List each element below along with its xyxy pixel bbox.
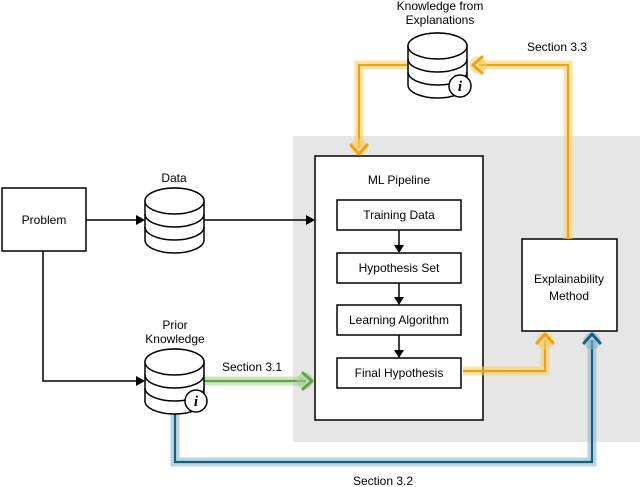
svg-text:i: i	[194, 394, 199, 410]
pipeline-step-final-hypothesis-label: Final Hypothesis	[355, 366, 444, 380]
section-3-3-label: Section 3.3	[527, 40, 587, 54]
explainability-method-label-line1: Explainability	[534, 272, 604, 286]
pipeline-step-hypothesis-set-label: Hypothesis Set	[359, 261, 440, 275]
edge-section-3-1-prior-to-pipeline	[204, 371, 314, 391]
info-badge-prior-knowledge-icon: i	[184, 389, 208, 413]
arrow-training-to-hypothesis	[394, 230, 404, 253]
arrow-problem-to-prior-knowledge	[42, 251, 145, 386]
knowledge-explanations-label-line2: Explanations	[406, 13, 475, 27]
problem-label: Problem	[22, 213, 67, 227]
arrow-learning-to-final	[394, 335, 404, 358]
arrow-problem-to-data	[86, 215, 145, 225]
arrow-data-to-pipeline	[202, 215, 315, 225]
edge-final-hypothesis-to-explainability	[463, 332, 555, 376]
explainability-method-box	[521, 238, 618, 332]
edge-section-3-3-explainability-to-knowledge	[469, 55, 573, 239]
section-3-1-label: Section 3.1	[222, 360, 282, 374]
problem-box	[1, 187, 87, 252]
edge-section-3-2-prior-to-explainability	[170, 332, 602, 467]
pipeline-step-learning-algorithm-label: Learning Algorithm	[349, 313, 449, 327]
prior-knowledge-label-line2: Knowledge	[145, 332, 205, 346]
section-3-2-label: Section 3.2	[353, 474, 413, 487]
explainability-method-label-line2: Method	[549, 289, 589, 303]
data-database-icon	[144, 187, 205, 254]
arrow-hypothesis-to-learning	[394, 283, 404, 305]
info-badge-knowledge-explanations-icon: i	[448, 74, 472, 98]
pipeline-step-training-data-label: Training Data	[363, 208, 435, 222]
pipeline-step-training-data-box	[336, 199, 462, 231]
ml-pipeline-title: ML Pipeline	[368, 173, 431, 187]
svg-text:i: i	[458, 79, 463, 95]
prior-knowledge-label-line1: Prior	[162, 318, 187, 332]
knowledge-explanations-label-line1: Knowledge from	[397, 0, 484, 13]
data-label: Data	[161, 171, 187, 185]
pipeline-step-hypothesis-set-box	[336, 252, 462, 284]
